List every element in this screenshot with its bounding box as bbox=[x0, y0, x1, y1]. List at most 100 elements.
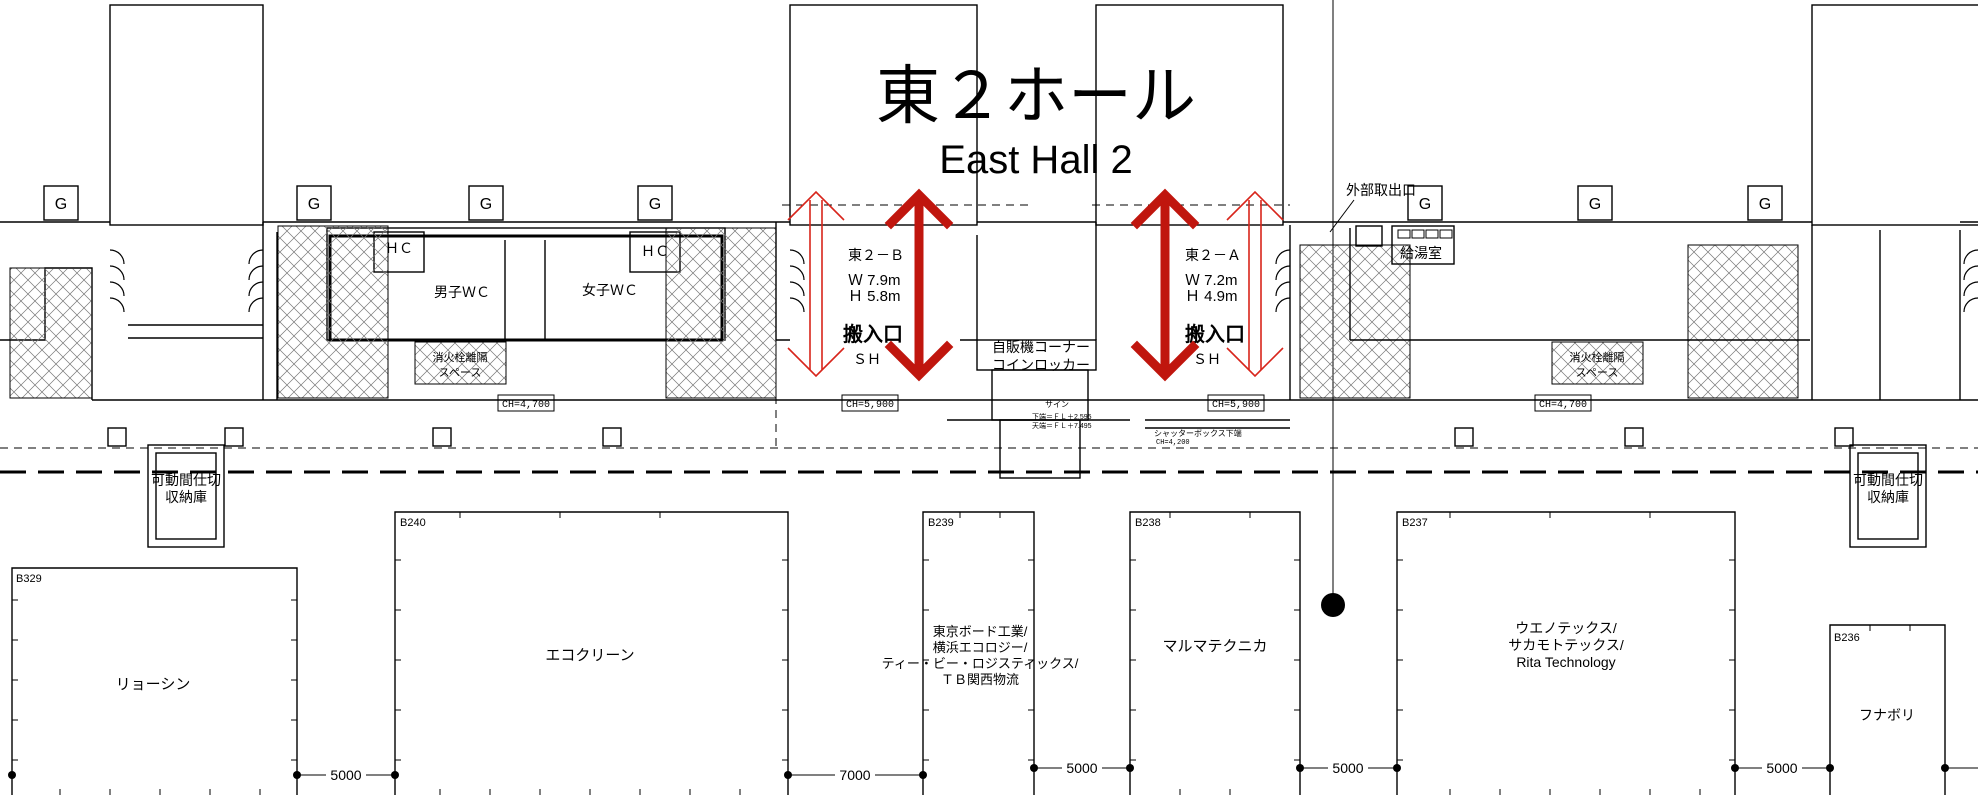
vending-corner: 自販機コーナー コインロッカー サイン 下端＝ＦＬ＋2.595 天端＝ＦＬ＋7.… bbox=[992, 339, 1242, 447]
womens-wc-label: 女子ＷＣ bbox=[582, 282, 638, 298]
partition-label: 収納庫 bbox=[165, 489, 207, 505]
outline-arrow-icon bbox=[1226, 190, 1284, 378]
svg-text:B329: B329 bbox=[16, 573, 42, 585]
svg-text:CH=4,700: CH=4,700 bbox=[502, 400, 550, 411]
svg-text:ＴＢ関西物流: ＴＢ関西物流 bbox=[941, 672, 1019, 687]
gate-marker: G bbox=[1577, 185, 1613, 221]
svg-text:G: G bbox=[1759, 196, 1771, 213]
booth-b237[interactable]: B237 ウエノテックス/ サカモトテックス/ Rita Technology bbox=[1396, 511, 1736, 795]
gate-marker: G bbox=[1407, 185, 1443, 221]
svg-text:リョーシン: リョーシン bbox=[116, 676, 191, 693]
svg-text:天端＝ＦＬ＋7.495: 天端＝ＦＬ＋7.495 bbox=[1032, 421, 1092, 430]
partition-label: 可動間仕切 bbox=[151, 472, 221, 488]
kitchenette-area: 外部取出口 給湯室 bbox=[1329, 182, 1455, 265]
dimension-label: 5000 bbox=[1332, 760, 1363, 776]
gate-markers: G G G G G G G bbox=[43, 185, 1783, 221]
booth-b240[interactable]: B240 エコクリーン bbox=[394, 511, 789, 795]
column-marker-icon bbox=[1321, 593, 1345, 617]
svg-text:B238: B238 bbox=[1135, 517, 1161, 529]
svg-text:G: G bbox=[308, 196, 320, 213]
loading-dock-a: 東２－Ａ Ｗ 7.2m Ｈ 4.9m 搬入口 ＳＨ bbox=[1130, 188, 1284, 382]
partition-storage-left: 可動間仕切 収納庫 bbox=[147, 444, 225, 548]
svg-text:G: G bbox=[55, 196, 67, 213]
svg-text:B236: B236 bbox=[1834, 632, 1860, 644]
svg-text:東２－Ａ: 東２－Ａ bbox=[1185, 247, 1241, 263]
gate-marker: G bbox=[468, 185, 504, 221]
svg-text:B240: B240 bbox=[400, 517, 426, 529]
partition-storage-right: 可動間仕切 収納庫 bbox=[1849, 444, 1927, 548]
loading-dock-label: 搬入口 bbox=[1185, 322, 1245, 346]
booth-b329[interactable]: B329 リョーシン bbox=[11, 567, 298, 795]
hall-title-ja: 東２ホール bbox=[876, 60, 1196, 132]
gate-marker: G bbox=[296, 185, 332, 221]
loading-dock-b: 東２－Ｂ Ｗ 7.9m Ｈ 5.8m 搬入口 ＳＨ bbox=[787, 188, 954, 382]
svg-text:東２－Ｂ: 東２－Ｂ bbox=[848, 247, 904, 263]
svg-text:コインロッカー: コインロッカー bbox=[992, 357, 1090, 373]
partition-label: 可動間仕切 bbox=[1853, 472, 1923, 488]
svg-text:CH=4,200: CH=4,200 bbox=[1156, 439, 1190, 447]
hall-title-en: East Hall 2 bbox=[939, 138, 1132, 182]
gate-marker: G bbox=[43, 185, 79, 221]
svg-text:エコクリーン: エコクリーン bbox=[545, 647, 634, 664]
external-outlet-label: 外部取出口 bbox=[1346, 182, 1416, 198]
svg-text:CH=5,900: CH=5,900 bbox=[846, 400, 894, 411]
svg-text:B239: B239 bbox=[928, 517, 954, 529]
loading-dock-label: 搬入口 bbox=[843, 322, 903, 346]
svg-text:ティー・ビー・ロジスティックス/: ティー・ビー・ロジスティックス/ bbox=[882, 656, 1079, 671]
svg-text:Ｈ 5.8m: Ｈ 5.8m bbox=[848, 288, 901, 305]
dimension-label: 7000 bbox=[839, 767, 870, 783]
ceiling-height-tags: CH=4,700 CH=5,900 CH=5,900 CH=4,700 bbox=[497, 394, 1592, 412]
wall-stubs bbox=[107, 427, 1854, 447]
partition-label: 収納庫 bbox=[1867, 489, 1909, 505]
solid-arrow-icon bbox=[1130, 188, 1200, 382]
svg-text:Ｈ 4.9m: Ｈ 4.9m bbox=[1185, 288, 1238, 305]
dimensions: 5000 7000 5000 5000 5000 bbox=[8, 760, 1978, 783]
hydrant-space-right: 消火栓離隔 スペース bbox=[1551, 341, 1644, 385]
svg-text:サカモトテックス/: サカモトテックス/ bbox=[1508, 637, 1624, 653]
svg-text:東京ボード工業/: 東京ボード工業/ bbox=[933, 624, 1028, 639]
dimension-label: 5000 bbox=[1066, 760, 1097, 776]
svg-text:フナボリ: フナボリ bbox=[1859, 707, 1915, 723]
gate-marker: G bbox=[637, 185, 673, 221]
svg-text:ウエノテックス/: ウエノテックス/ bbox=[1515, 620, 1617, 636]
svg-text:自販機コーナー: 自販機コーナー bbox=[992, 339, 1090, 355]
svg-text:ＳＨ: ＳＨ bbox=[853, 351, 881, 367]
svg-text:スペース: スペース bbox=[439, 367, 482, 379]
kitchenette-label: 給湯室 bbox=[1400, 245, 1442, 261]
door-arcs bbox=[109, 249, 1978, 313]
hydrant-space-left: 消火栓離隔 スペース bbox=[414, 341, 507, 385]
svg-text:下端＝ＦＬ＋2.595: 下端＝ＦＬ＋2.595 bbox=[1032, 412, 1092, 421]
svg-text:CH=4,700: CH=4,700 bbox=[1539, 400, 1587, 411]
outline-arrow-icon bbox=[787, 190, 845, 378]
booth-b239[interactable]: B239 東京ボード工業/ 横浜エコロジー/ ティー・ビー・ロジスティックス/ … bbox=[882, 511, 1079, 795]
svg-text:G: G bbox=[480, 196, 492, 213]
svg-text:ＳＨ: ＳＨ bbox=[1193, 351, 1221, 367]
svg-text:サイン: サイン bbox=[1045, 400, 1069, 409]
booth-b236[interactable]: B236 フナボリ bbox=[1829, 624, 1946, 795]
booth-b238[interactable]: B238 マルマテクニカ bbox=[1129, 511, 1301, 795]
svg-text:シャッターボックス下端: シャッターボックス下端 bbox=[1154, 428, 1242, 438]
booths: B329 リョーシン B240 エコクリーン B239 東京ボード工業/ 横浜エ… bbox=[11, 511, 1946, 795]
hc-label: ＨＣ bbox=[385, 240, 413, 256]
hc-label: ＨＣ bbox=[641, 243, 669, 259]
dimension-label: 5000 bbox=[330, 767, 361, 783]
gate-marker: G bbox=[1747, 185, 1783, 221]
booth-ticks bbox=[12, 512, 1911, 795]
svg-text:スペース: スペース bbox=[1576, 367, 1619, 379]
svg-text:Ｗ 7.2m: Ｗ 7.2m bbox=[1185, 272, 1238, 289]
svg-text:B237: B237 bbox=[1402, 517, 1428, 529]
dimension-label: 5000 bbox=[1766, 760, 1797, 776]
svg-text:G: G bbox=[1589, 196, 1601, 213]
svg-text:マルマテクニカ: マルマテクニカ bbox=[1162, 638, 1267, 655]
svg-text:Rita Technology: Rita Technology bbox=[1516, 654, 1615, 670]
svg-text:G: G bbox=[649, 196, 661, 213]
mens-wc-label: 男子ＷＣ bbox=[434, 284, 490, 300]
solid-arrow-icon bbox=[884, 188, 954, 382]
svg-text:消火栓離隔: 消火栓離隔 bbox=[433, 350, 488, 364]
svg-text:横浜エコロジー/: 横浜エコロジー/ bbox=[933, 640, 1028, 655]
svg-text:Ｗ 7.9m: Ｗ 7.9m bbox=[848, 272, 901, 289]
svg-text:消火栓離隔: 消火栓離隔 bbox=[1570, 350, 1625, 364]
svg-text:G: G bbox=[1419, 196, 1431, 213]
main-walls bbox=[0, 204, 1978, 479]
